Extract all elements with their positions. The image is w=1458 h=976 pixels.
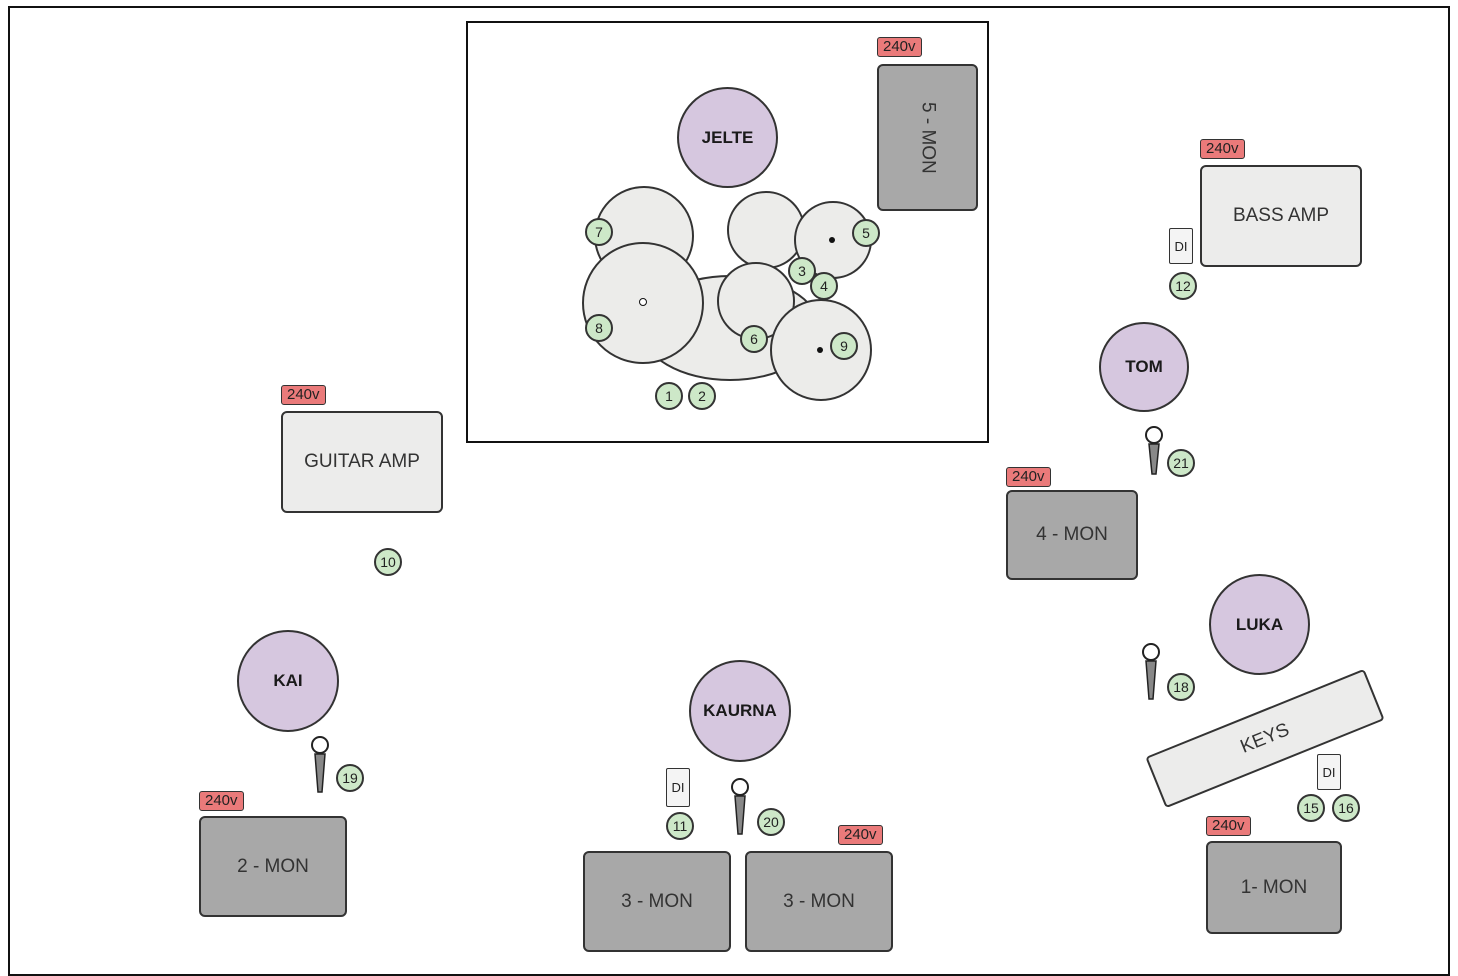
monitor-1: 1- MON: [1206, 841, 1342, 934]
microphone-icon: [1145, 426, 1163, 475]
monitor-4-label: 4 - MON: [1036, 524, 1108, 545]
monitor-2: 2 - MON: [199, 816, 347, 917]
microphone-icon: [731, 778, 749, 835]
performer-tom: TOM: [1099, 322, 1189, 412]
guitar-amp: GUITAR AMP: [281, 411, 443, 513]
input-6: 6: [740, 325, 768, 353]
bass-amp-label: BASS AMP: [1232, 205, 1330, 226]
di-box-keys: DI: [1317, 754, 1341, 790]
power-240v-mon3: 240v: [838, 825, 883, 845]
performer-jelte: JELTE: [677, 87, 778, 188]
input-9: 9: [830, 332, 858, 360]
power-240v-mon2: 240v: [199, 791, 244, 811]
power-240v-bass: 240v: [1200, 139, 1245, 159]
monitor-5: 5 - MON: [877, 64, 978, 211]
performer-kai: KAI: [237, 630, 339, 732]
drum-riser: [466, 21, 989, 443]
bass-amp: BASS AMP: [1200, 165, 1362, 267]
monitor-2-label: 2 - MON: [237, 855, 309, 877]
input-1: 1: [655, 382, 683, 410]
performer-luka: LUKA: [1209, 574, 1310, 675]
input-4: 4: [810, 272, 838, 300]
di-box-kaurna: DI: [666, 768, 690, 807]
input-18: 18: [1167, 673, 1195, 701]
power-240v-guitar: 240v: [281, 385, 326, 405]
monitor-4: 4 - MON: [1006, 490, 1138, 580]
monitor-1-label: 1- MON: [1240, 876, 1308, 898]
cymbal-center-dot: [829, 237, 835, 243]
tom-center-dot: [817, 347, 823, 353]
monitor-3b-label: 3 - MON: [783, 890, 855, 912]
rack-tom: [727, 191, 805, 269]
keys-label: KEYS: [1237, 718, 1293, 758]
input-5: 5: [852, 219, 880, 247]
input-7: 7: [585, 218, 613, 246]
input-8: 8: [585, 314, 613, 342]
input-11: 11: [666, 812, 694, 840]
input-15: 15: [1297, 794, 1325, 822]
input-10: 10: [374, 548, 402, 576]
cymbal-center-dot: [639, 298, 647, 306]
input-21: 21: [1167, 449, 1195, 477]
monitor-5-label: 5 - MON: [917, 101, 939, 174]
input-2: 2: [688, 382, 716, 410]
microphone-icon: [1142, 643, 1160, 700]
power-240v-mon1: 240v: [1206, 816, 1251, 836]
monitor-3a-label: 3 - MON: [621, 890, 693, 912]
input-3: 3: [788, 257, 816, 285]
power-240v-mon4: 240v: [1006, 467, 1051, 487]
di-box-bass: DI: [1169, 228, 1193, 264]
input-19: 19: [336, 764, 364, 792]
power-240v-mon5: 240v: [877, 37, 922, 57]
guitar-amp-label: GUITAR AMP: [304, 451, 420, 472]
monitor-3b: 3 - MON: [745, 851, 893, 952]
input-12: 12: [1169, 272, 1197, 300]
monitor-3a: 3 - MON: [583, 851, 731, 952]
input-16: 16: [1332, 794, 1360, 822]
input-20: 20: [757, 808, 785, 836]
performer-kaurna: KAURNA: [689, 660, 791, 762]
microphone-icon: [311, 736, 329, 793]
